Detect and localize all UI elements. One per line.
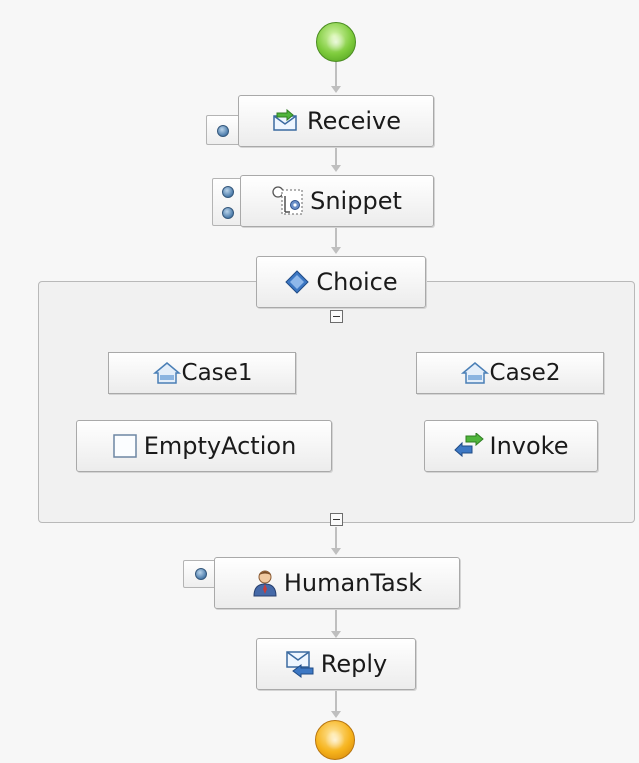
arrowhead	[331, 86, 341, 93]
invoke-activity[interactable]: Invoke	[424, 420, 598, 472]
choice-diamond-icon	[284, 269, 310, 295]
human-task-label: HumanTask	[283, 569, 423, 597]
choice-label: Choice	[316, 268, 398, 296]
arrowhead	[331, 247, 341, 254]
arrowhead	[331, 711, 341, 718]
invoke-label: Invoke	[489, 432, 569, 460]
human-task-icon	[252, 569, 278, 597]
annotation-badge[interactable]	[212, 178, 244, 226]
case-icon	[152, 360, 182, 386]
end-node-icon[interactable]	[315, 720, 355, 760]
start-node-icon[interactable]	[316, 22, 356, 62]
arrowhead	[331, 631, 341, 638]
correlation-dot-icon[interactable]	[222, 207, 234, 219]
collapse-toggle-icon[interactable]	[330, 513, 343, 526]
correlation-dot-icon[interactable]	[222, 186, 234, 198]
snippet-icon	[272, 186, 304, 216]
invoke-icon	[453, 433, 484, 459]
case2-branch[interactable]: Case2	[416, 352, 604, 394]
arrowhead	[331, 548, 341, 555]
collapse-toggle-icon[interactable]	[330, 310, 343, 323]
correlation-dot-icon[interactable]	[195, 568, 207, 580]
receive-activity[interactable]: Receive	[238, 95, 434, 147]
case1-branch[interactable]: Case1	[108, 352, 296, 394]
case-icon	[460, 360, 490, 386]
case2-label: Case2	[489, 360, 561, 386]
correlation-dot-icon[interactable]	[217, 125, 229, 137]
snippet-label: Snippet	[310, 187, 402, 215]
choice-activity[interactable]: Choice	[256, 256, 426, 308]
empty-action-label: EmptyAction	[143, 432, 297, 460]
human-task-activity[interactable]: HumanTask	[214, 557, 460, 609]
empty-action-activity[interactable]: EmptyAction	[76, 420, 332, 472]
empty-action-icon	[112, 433, 138, 459]
reply-icon	[285, 650, 315, 678]
case1-label: Case1	[181, 360, 253, 386]
annotation-badge[interactable]	[206, 115, 240, 145]
reply-label: Reply	[320, 650, 388, 678]
snippet-activity[interactable]: Snippet	[240, 175, 434, 227]
receive-icon	[271, 108, 301, 134]
receive-label: Receive	[307, 107, 401, 135]
arrowhead	[331, 165, 341, 172]
reply-activity[interactable]: Reply	[256, 638, 416, 690]
annotation-badge[interactable]	[183, 560, 219, 588]
